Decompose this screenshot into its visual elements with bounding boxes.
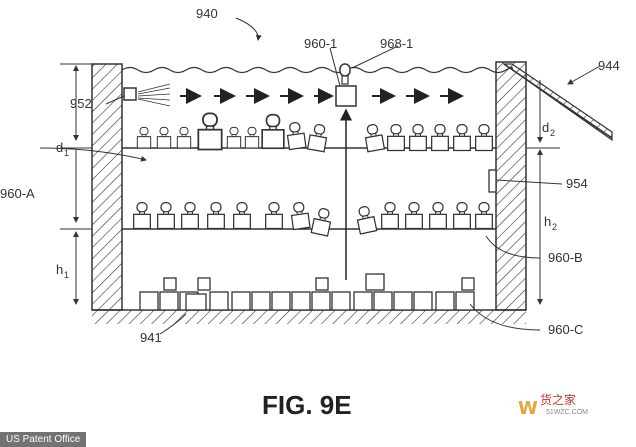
sensor-954 <box>488 169 497 193</box>
svg-text:2: 2 <box>550 128 555 138</box>
robot-row-upper <box>136 112 494 153</box>
svg-text:d: d <box>56 140 63 155</box>
dim-label-h1: h 1 <box>56 262 69 280</box>
floor <box>92 309 526 324</box>
label-954: 954 <box>566 176 588 191</box>
svg-text:51WZC.COM: 51WZC.COM <box>546 409 588 416</box>
dim-label-h2: h 2 <box>544 214 557 232</box>
label-960-B: 960-B <box>548 250 583 265</box>
sloped-roof <box>502 63 613 142</box>
box-row-bottom <box>139 273 475 311</box>
label-968-1: 968-1 <box>380 36 413 51</box>
svg-text:W: W <box>518 398 538 419</box>
wavy-top-line <box>121 66 513 74</box>
label-944: 944 <box>598 58 620 73</box>
fan-952 <box>123 83 171 107</box>
left-wall <box>91 63 123 311</box>
svg-text:1: 1 <box>64 148 69 158</box>
svg-text:h: h <box>544 214 551 229</box>
leader-lines <box>39 17 601 335</box>
svg-text:2: 2 <box>552 222 557 232</box>
robot-row-middle <box>132 200 494 237</box>
label-960-1: 960-1 <box>304 36 337 51</box>
credit-caption: US Patent Office <box>0 432 87 447</box>
dim-label-d2: d 2 <box>542 120 555 138</box>
svg-text:d: d <box>542 120 549 135</box>
label-941: 941 <box>140 330 162 345</box>
label-952: 952 <box>70 96 92 111</box>
svg-text:货之家: 货之家 <box>540 392 576 407</box>
watermark-logo: W 货之家 51WZC.COM <box>518 392 588 419</box>
label-940: 940 <box>196 6 218 21</box>
dim-label-d1: d 1 <box>56 140 69 158</box>
dimension-lines <box>60 63 543 305</box>
svg-text:1: 1 <box>64 270 69 280</box>
drone-960-1 <box>335 63 357 107</box>
svg-text:h: h <box>56 262 63 277</box>
right-wall <box>495 61 527 311</box>
figure-title: FIG. 9E <box>262 390 352 420</box>
label-960-A: 960-A <box>0 186 35 201</box>
label-960-C: 960-C <box>548 322 583 337</box>
